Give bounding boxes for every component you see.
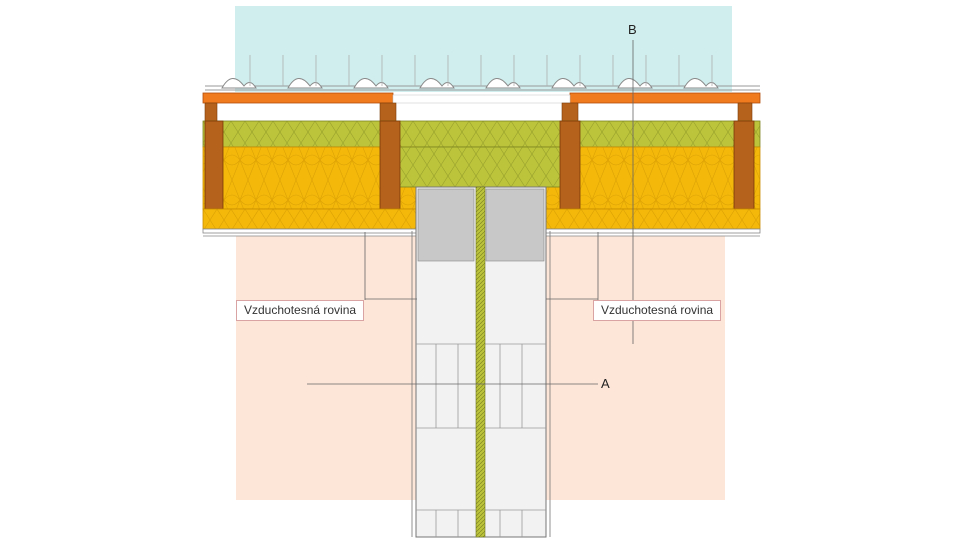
rafter-4 — [733, 120, 755, 210]
interior-zone-left — [236, 236, 416, 500]
ceiling-boards — [202, 228, 761, 237]
tile-profiles — [221, 78, 719, 89]
section-marker-b: B — [628, 22, 637, 37]
batten-right — [569, 92, 761, 104]
ridge-gap — [392, 94, 571, 104]
exterior-zone — [235, 6, 732, 92]
batten-left — [202, 92, 394, 104]
rafter-1 — [204, 120, 224, 210]
airtight-plane-label-left: Vzduchotesná rovina — [236, 300, 365, 321]
rafter-2 — [379, 120, 401, 210]
section-marker-a: A — [601, 376, 610, 391]
wall-head-concrete-right — [485, 188, 545, 262]
interior-zone-right — [546, 236, 725, 500]
tile-hooks — [249, 55, 713, 86]
leader-lines — [307, 40, 634, 385]
rafter-3 — [559, 120, 581, 210]
wall-head-concrete-left — [417, 188, 475, 262]
airtight-plane-label-right: Vzduchotesná rovina — [593, 300, 722, 321]
